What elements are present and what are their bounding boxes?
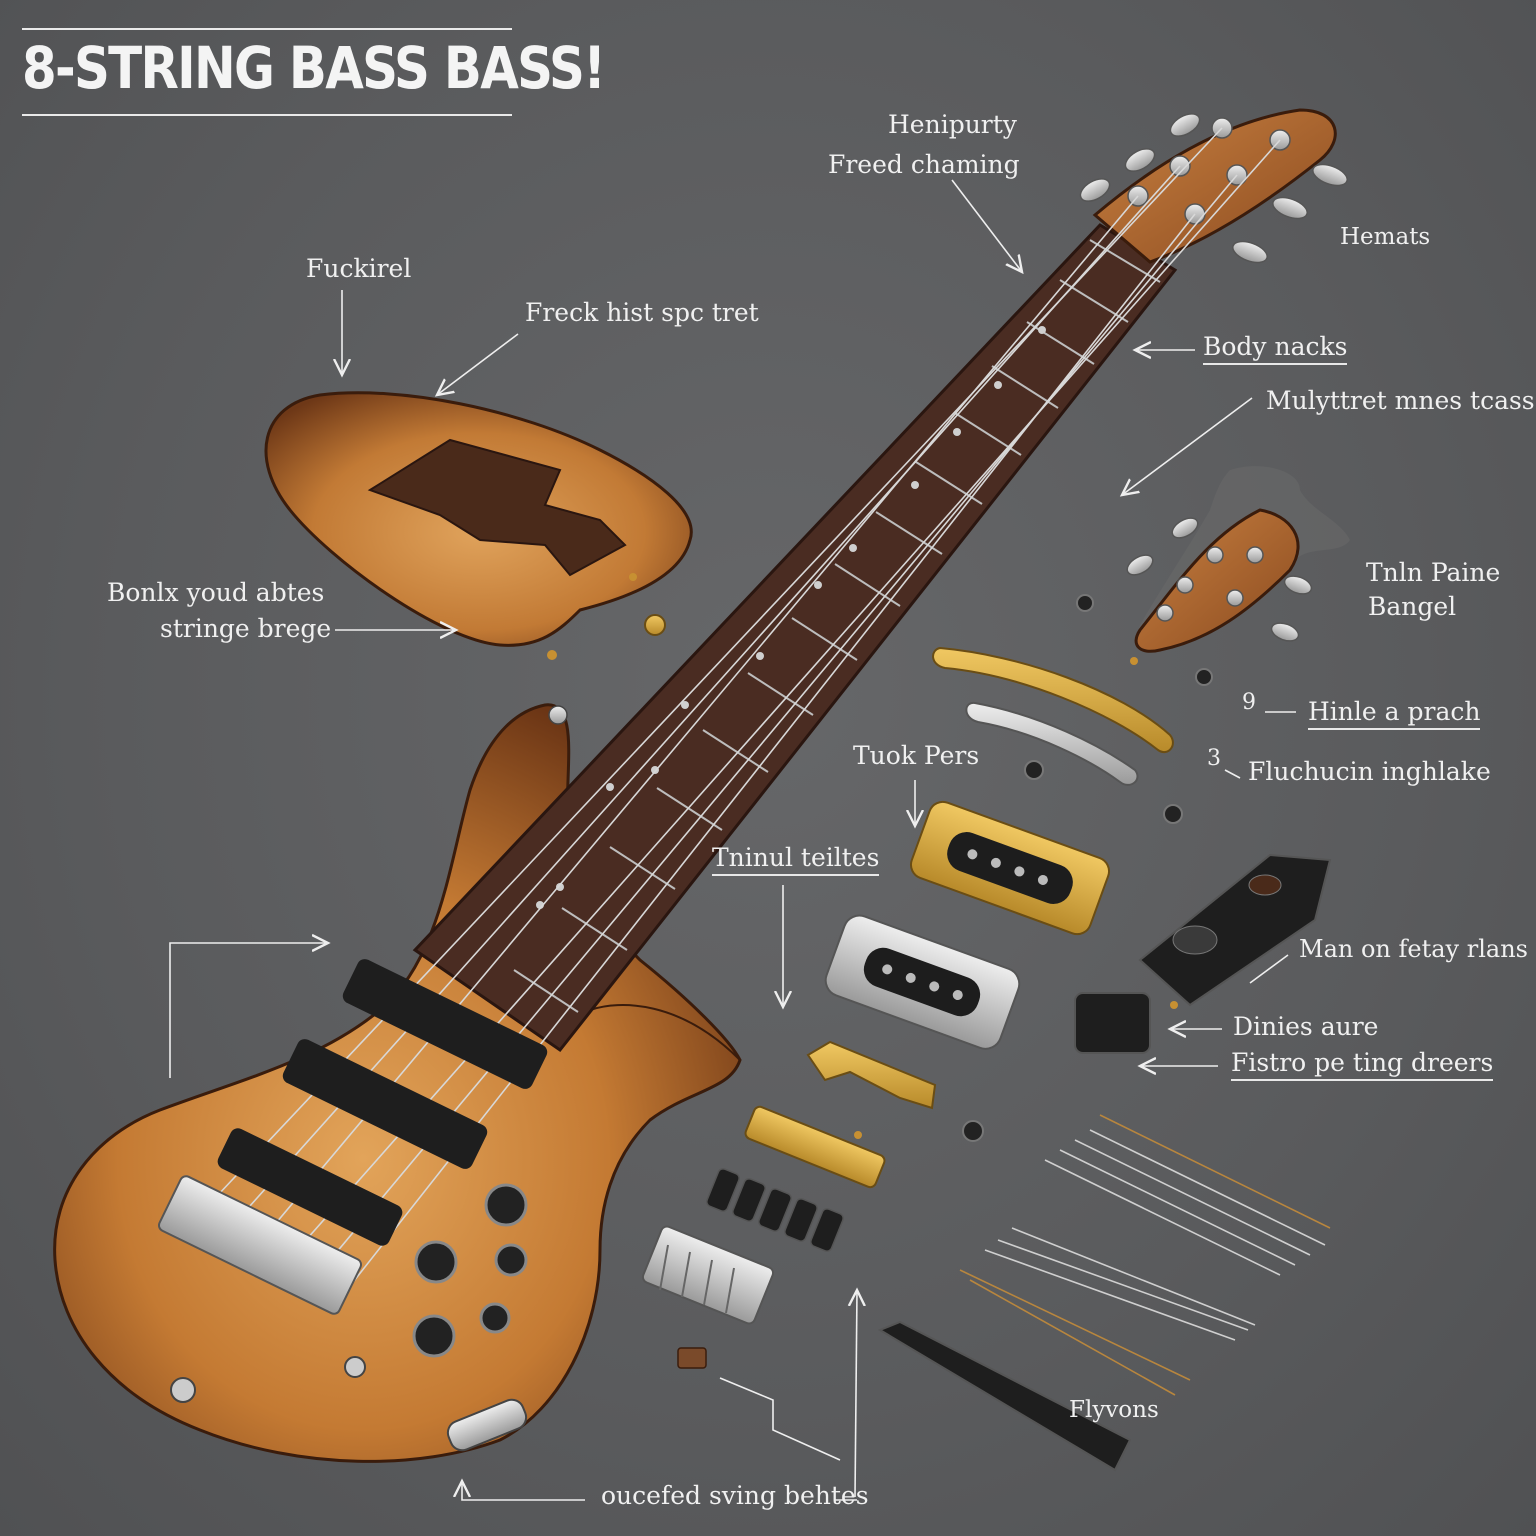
leader-lines [169, 179, 1296, 1501]
label-loose-head-top: Tnln Paine [1366, 558, 1501, 587]
diagram-title: 8-STRING BASS BASS! [22, 34, 606, 102]
label-tuners: Hemats [1340, 224, 1431, 250]
label-strings: Fistro pe ting dreers [1231, 1048, 1494, 1081]
label-bridge-top: Bonlx youd abtes [107, 578, 325, 607]
label-covers: Tninul teiltes [712, 843, 880, 876]
label-loose-head-sub: Bangel [1368, 592, 1457, 621]
label-bridge-sub: stringe brege [160, 614, 332, 643]
label-num-3: 3 [1207, 746, 1221, 771]
chrome-pickup [824, 914, 1021, 1050]
label-pickguard: Freck hist spc tret [525, 298, 759, 327]
label-nut: Flyvons [1069, 1397, 1159, 1423]
label-frets: Mulyttret mnes tcass [1266, 386, 1535, 415]
label-headstock-top: Henipurty [888, 110, 1017, 139]
label-neck: Body nacks [1203, 332, 1348, 365]
string-bundles [959, 1114, 1331, 1396]
label-truss: Fluchucin inghlake [1248, 757, 1491, 786]
label-headstock-sub: Freed chaming [828, 150, 1020, 179]
label-plate: Hinle a prach [1308, 697, 1481, 730]
label-bottom: oucefed sving behtes [601, 1481, 869, 1510]
title-rule-top [22, 28, 512, 30]
body-pickups [217, 959, 548, 1246]
label-block: Dinies aure [1233, 1012, 1379, 1041]
control-knobs [170, 705, 568, 1452]
label-pickups: Tuok Pers [853, 741, 980, 770]
loose-bridge [641, 1225, 775, 1325]
gold-pickup [909, 800, 1111, 936]
label-body-top: Fuckirel [306, 254, 412, 283]
fret-markers [536, 326, 1046, 909]
loose-hardware [641, 646, 1332, 1472]
label-jack-plate: Man on fetay rlans [1299, 935, 1528, 963]
bridge-saddles [706, 1168, 844, 1252]
label-num-9: 9 [1242, 690, 1256, 715]
body-bridge [157, 1175, 363, 1315]
title-rule-bottom [22, 114, 512, 116]
loose-headstock [1076, 466, 1350, 686]
pickguard-piece [264, 391, 693, 660]
